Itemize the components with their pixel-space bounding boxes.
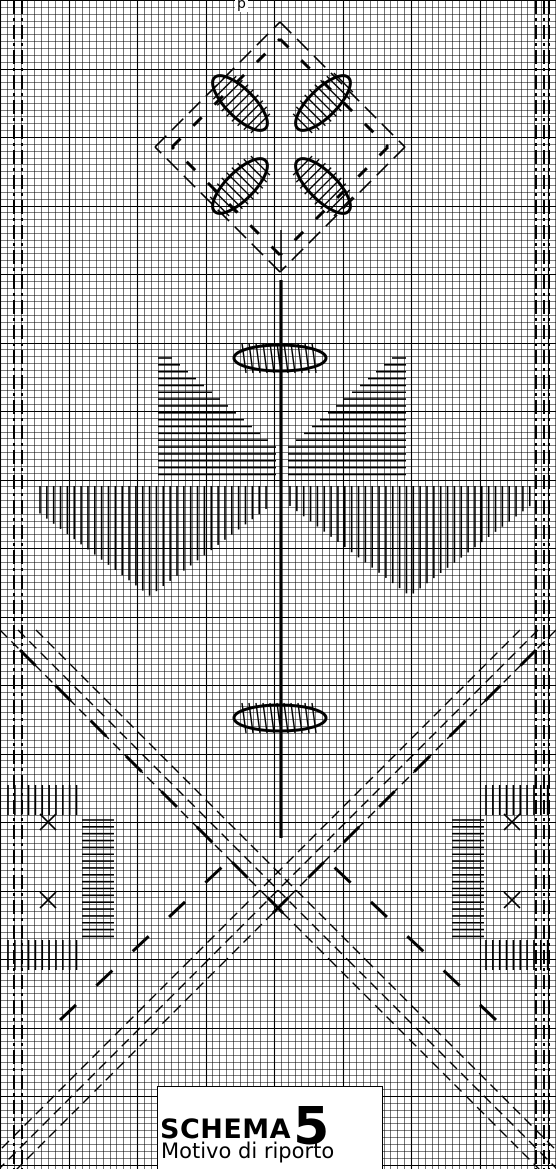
band-stitch <box>270 703 274 733</box>
band-stitch <box>242 703 246 733</box>
lattice-diag-b <box>208 630 538 960</box>
band-stitch <box>263 703 267 733</box>
band-stitch <box>284 703 288 733</box>
band-stitch <box>291 703 295 733</box>
petal-stitch <box>213 190 236 213</box>
band-stitch <box>291 343 295 373</box>
petal-stitch <box>300 101 325 126</box>
band-stitch <box>284 343 288 373</box>
petal-stitch <box>321 184 346 209</box>
petal-stitch <box>213 76 236 99</box>
chart-subtitle: Motivo di riporto <box>161 1139 334 1163</box>
petal-stitch <box>300 163 325 188</box>
chart-label-box: SCHEMA5 Motivo di riporto <box>157 1086 383 1169</box>
band-stitch <box>242 343 246 373</box>
petal-stitch <box>217 80 242 105</box>
band-stitch <box>263 343 267 373</box>
lattice-diag-a <box>18 630 348 960</box>
vertical-leaf-fringe <box>40 486 530 596</box>
petal-stitch <box>238 101 263 126</box>
band-stitch <box>270 343 274 373</box>
lattice-diag-b <box>190 630 520 960</box>
petal-stitch <box>327 190 350 213</box>
petal-stitch <box>238 163 263 188</box>
diamond-inner-edge <box>172 147 280 255</box>
lattice-diag-a <box>36 630 366 960</box>
top-text-fragment: p <box>235 0 248 12</box>
